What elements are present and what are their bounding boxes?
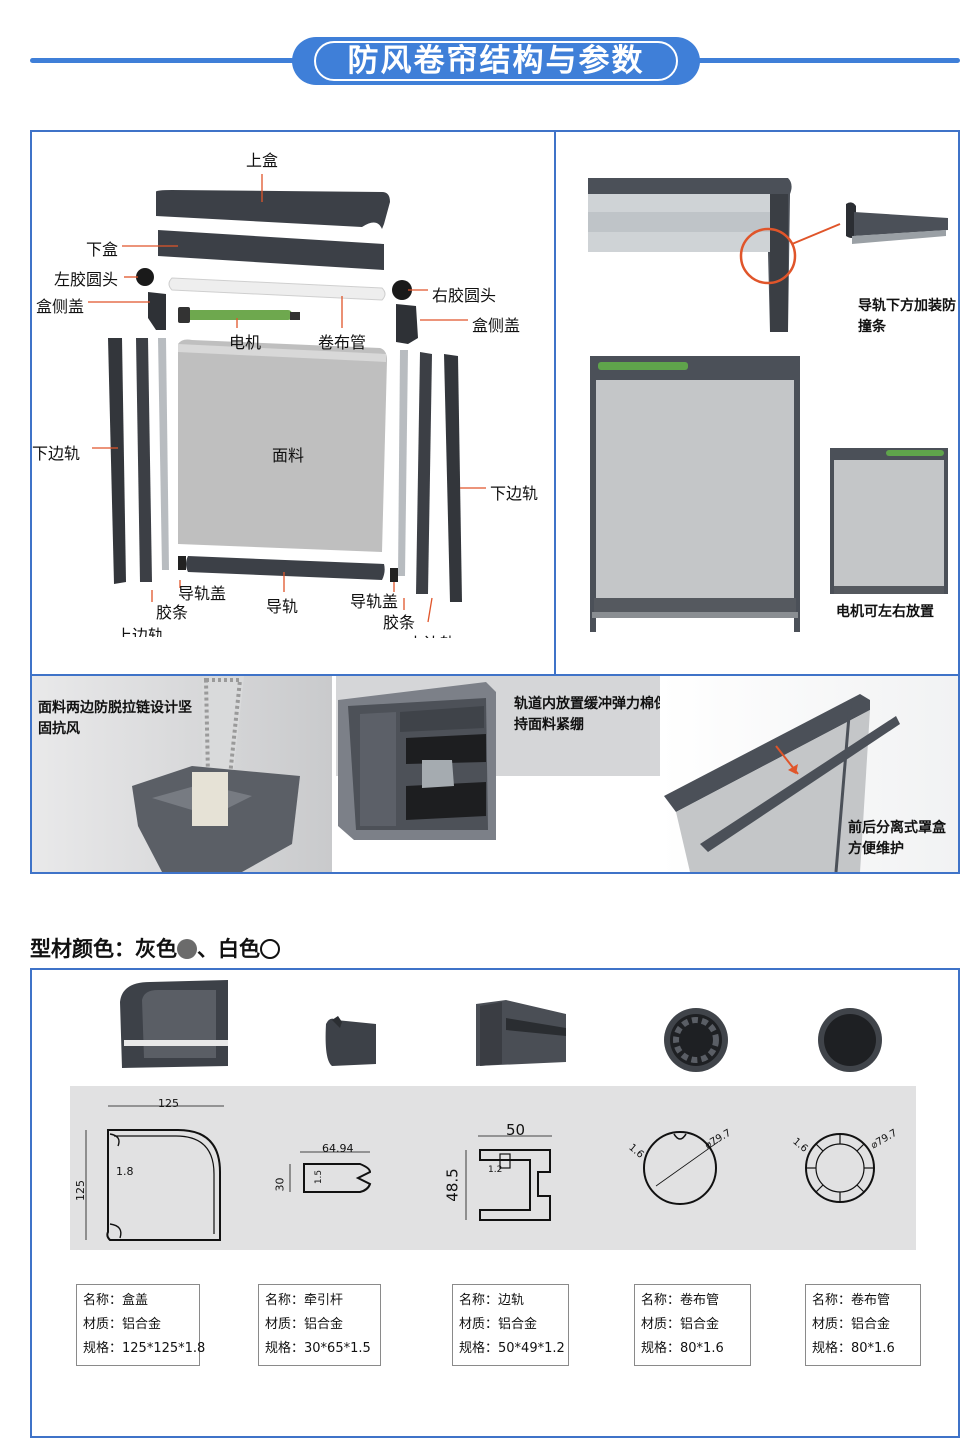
label-upper-rail-right-clip: 上边轨	[408, 630, 468, 638]
dim-pull-height: 30	[273, 1177, 287, 1192]
label-rail-cap-left: 导轨盖	[178, 584, 227, 603]
spec-name: 名称：牵引杆	[265, 1293, 344, 1308]
note-zipper: 面料两边防脱拉链设计坚固抗风	[38, 700, 192, 737]
note-motor-position: 电机可左右放置	[836, 604, 934, 620]
spec-card-roll-tube-1: 名称：卷布管 材质：铝合金 规格：80*1.6	[634, 1284, 751, 1366]
spec-card-pull-bar: 名称：牵引杆 材质：铝合金 规格：30*65*1.5	[258, 1284, 381, 1366]
label-motor: 电机	[229, 333, 262, 352]
spec-material: 材质：铝合金	[459, 1317, 538, 1332]
label-upper-rail-left-clip: 上边轨	[116, 622, 186, 637]
feature-strip	[30, 674, 960, 874]
header-pill	[292, 37, 700, 85]
dim-pull-width: 64.94	[322, 1142, 354, 1155]
detail-illustrations	[588, 178, 948, 632]
label-left-cap: 左胶圆头	[54, 270, 119, 289]
spec-material: 材质：铝合金	[265, 1317, 344, 1332]
dim-rail-thickness: 1.2	[488, 1165, 503, 1175]
cover-illustration	[664, 694, 900, 872]
label-rubber-right: 胶条	[383, 613, 416, 632]
label-lower-rail-right: 下边轨	[490, 484, 539, 503]
header-rule-right	[692, 58, 960, 63]
label-upper-rail-left: 上边轨	[116, 626, 165, 637]
header-pill-border	[314, 41, 678, 81]
label-rail-cap-right: 导轨盖	[350, 592, 399, 611]
spec-material: 材质：铝合金	[83, 1317, 162, 1332]
header-rule-left	[30, 58, 300, 63]
label-lower-rail-left: 下边轨	[32, 444, 81, 463]
label-roll-tube: 卷布管	[318, 333, 367, 352]
dim-rail-width: 50	[506, 1121, 526, 1139]
drawing-tube-1	[643, 1131, 719, 1205]
label-upper-rail-right: 上边轨	[408, 630, 456, 638]
drawing-pull-bar	[289, 1151, 372, 1193]
spec-material: 材质：铝合金	[641, 1317, 720, 1332]
spec-name: 名称：卷布管	[812, 1293, 891, 1308]
dim-box-thickness: 1.8	[116, 1165, 134, 1178]
dim-box-width: 125	[158, 1097, 179, 1110]
profile-color-label: 型材颜色：灰色	[30, 937, 177, 961]
zipper-illustration	[132, 676, 300, 872]
drawing-edge-rail	[465, 1135, 552, 1221]
spec-size: 规格：80*1.6	[641, 1341, 724, 1356]
dim-rail-height: 48.5	[443, 1168, 462, 1202]
spec-name: 名称：边轨	[459, 1293, 525, 1308]
spec-card-roll-tube-2: 名称：卷布管 材质：铝合金 规格：80*1.6	[805, 1284, 921, 1366]
spec-name: 名称：卷布管	[641, 1293, 720, 1308]
dim-box-height: 125	[74, 1180, 87, 1201]
profile-renders	[120, 980, 882, 1072]
label-top-box: 上盒	[246, 151, 279, 170]
dim-pull-thickness: 1.5	[314, 1169, 325, 1185]
spec-size: 规格：50*49*1.2	[459, 1341, 565, 1356]
spec-card-box-cover: 名称：盒盖 材质：铝合金 规格：125*125*1.8	[76, 1284, 206, 1366]
spec-size: 规格：30*65*1.5	[265, 1341, 371, 1356]
drawing-box-cover	[85, 1105, 224, 1241]
profile-color-title: 型材颜色：灰色、白色	[30, 933, 280, 963]
spec-name: 名称：盒盖	[83, 1293, 149, 1308]
label-side-cover-left: 盒侧盖	[36, 297, 85, 316]
spec-size: 规格：125*125*1.8	[83, 1341, 206, 1356]
note-separate-cover: 前后分离式罩盒方便维护	[848, 820, 946, 857]
gray-swatch	[177, 939, 197, 959]
note-anti-collision: 导轨下方加装防撞条	[858, 298, 956, 335]
label-bottom-box: 下盒	[86, 240, 119, 259]
spec-material: 材质：铝合金	[812, 1317, 891, 1332]
rail-section-illustration	[338, 682, 496, 840]
spec-card-edge-rail: 名称：边轨 材质：铝合金 规格：50*49*1.2	[452, 1284, 569, 1366]
label-side-cover-right: 盒侧盖	[472, 316, 521, 335]
label-rubber-left: 胶条	[156, 603, 189, 622]
exploded-diagram	[88, 174, 486, 623]
label-right-cap: 右胶圆头	[432, 286, 497, 305]
white-swatch	[260, 939, 280, 959]
drawing-tube-2	[805, 1133, 875, 1203]
note-buffer: 轨道内放置缓冲弹力棉保持面料紧绷	[514, 696, 668, 733]
label-fabric: 面料	[272, 446, 305, 465]
label-guide-rail: 导轨	[266, 597, 299, 616]
profile-color-separator: 、白色	[197, 937, 260, 961]
drawing-strip	[70, 1086, 916, 1250]
page-title: 防风卷帘结构与参数	[347, 43, 645, 79]
spec-size: 规格：80*1.6	[812, 1341, 895, 1356]
